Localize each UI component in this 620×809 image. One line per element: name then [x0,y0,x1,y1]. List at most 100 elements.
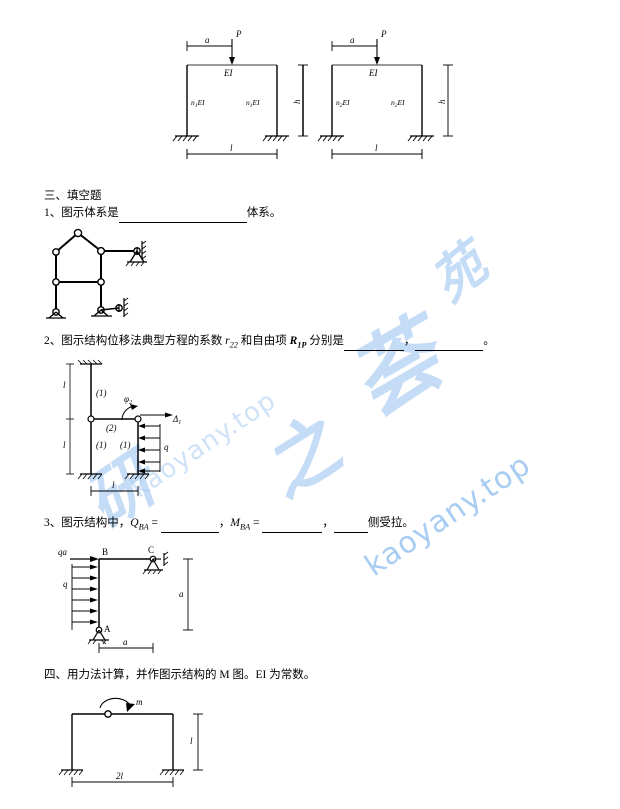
q3-blank-2[interactable] [262,516,323,533]
q2-sep: ， [403,335,416,347]
q2-end: 。 [483,335,495,347]
q2-svg: q φ2 Δ1 (1) (2) (1) (1) l [63,359,181,496]
q3-svg: B C [58,545,193,653]
q3-distributed-load [71,564,98,630]
q2-node-left [87,415,95,423]
q2-node-right [134,415,142,423]
q2-tail: 分别是 [306,335,344,347]
q2-blank-2[interactable] [415,334,484,351]
q3-blank-1[interactable] [160,516,219,533]
q3-node-b-label: B [102,547,108,557]
q1-support-bottom-roller [100,297,129,317]
q2-translation-label: Δ1 [172,414,181,426]
q4-moment-arrow [99,697,135,712]
q4-hinge [104,710,112,718]
frame-right-dim-a: a [350,35,355,45]
q3-dim-height-label: a [179,589,184,599]
section3-heading: 三、填空题 [44,190,102,202]
question-1-line: 1、图示体系是 体系。 [44,206,281,223]
question-2-line: 2、图示结构位移法典型方程的系数 r22 和自由项 R1P 分别是 ， 。 [44,334,495,351]
q4-dim-height [193,713,203,771]
frame-left-group: P a EI n1EI n1EI h l [172,29,308,159]
q2-prefix: 2、图示结构位移法典型方程的系数 [44,335,226,347]
q3-blank-3[interactable] [333,516,368,533]
q3-figure: B C [48,542,238,654]
frame-right-load-label: P [380,29,387,39]
frame-left-col-right-label: n1EI [246,98,260,109]
q1-hinge-apex [73,228,83,238]
q1-blank[interactable] [118,206,247,223]
q3-end: 侧受拉。 [367,517,414,529]
q2-dim-left-bottom [66,419,74,475]
frame-left-dim-h: h [292,99,302,104]
q3-symbol-M: MBA [230,517,251,532]
frame-right-col-right-label: n2EI [391,98,405,109]
q1-support-right-base [91,309,112,317]
q1-svg [46,228,147,319]
q2-translation-arrow [140,412,173,418]
q2-blank-1[interactable] [343,334,404,351]
q4-figure: m l 2l [48,696,268,788]
frame-right-dim-h: h [437,99,447,104]
q3-top-force [70,556,99,562]
q1-figure [34,226,174,319]
q3-load-label: q [63,579,68,589]
q3-dim-height [183,558,193,631]
q3-node-c-label: C [148,545,154,555]
q3-node-a-label: A [104,624,111,634]
q1-hinge-left-mid [52,278,60,286]
q3-support-c [142,551,169,575]
q2-rotation-arrow [121,404,138,421]
q2-support-bottom-left [77,473,103,480]
q2-dim-span-label: l [112,480,115,490]
q1-support-left-base [46,311,66,319]
q3-support-a [87,629,109,645]
q1-hinge-right-top [96,246,106,256]
q2-rotation-label: φ2 [124,394,132,406]
frame-left-beam-label: EI [223,68,233,78]
q2-mid: 和自由项 [237,335,290,347]
q4-moment-label: m [136,697,143,707]
q4-dim-span-label: 2l [116,771,124,781]
q3-eq-2: = [250,517,263,529]
q4-svg: m l 2l [58,697,203,787]
q1-suffix: 体系。 [246,207,282,219]
frame-right-group: P a EI n2EI n2EI h l [317,29,453,159]
section4-heading: 四、用力法计算，并作图示结构的 M 图。EI 为常数。 [44,669,316,681]
q2-distributed-load [138,423,161,474]
frame-right-dim-l: l [375,143,378,153]
q2-dim-span [90,486,139,496]
q4-support-right [159,769,185,776]
q3-symbol-Q: QBA [130,517,149,532]
q1-hinge-left-top [52,248,60,256]
q2-dim-left-top-label: l [63,380,66,390]
q1-hinge-right-mid [97,278,105,286]
question-3-line: 3、图示结构中，QBA = ，MBA = ， 侧受拉。 [44,516,414,533]
q1-prefix: 1、图示体系是 [44,207,119,219]
q3-top-force-label: qa [58,547,68,557]
q2-symbol-r: r22 [225,335,238,350]
frame-right-beam-label: EI [368,68,378,78]
q1-support-right-top-ground [125,250,147,267]
q4-dim-height-label: l [190,736,193,746]
q3-dim-span [98,643,154,653]
top-frames-svg: P a EI n1EI n1EI h l [172,29,453,159]
frame-left-dim-l: l [230,143,233,153]
q2-load-label: q [164,442,169,452]
q2-support-bottom-right [124,473,150,480]
q3-eq-1: = [148,517,161,529]
q2-symbol-R: R1P [289,335,307,350]
frame-right-col-left-label: n2EI [336,98,350,109]
frame-left-dim-a: a [205,35,210,45]
top-frames-figure: P a EI n1EI n1EI h l [160,24,460,164]
q2-seg1-label: (1) [96,388,107,398]
q2-figure: q φ2 Δ1 (1) (2) (1) (1) l [60,358,240,500]
q4-support-left [58,769,84,776]
q3-prefix: 3、图示结构中， [44,517,131,529]
q2-seg4-label: (1) [120,440,131,450]
q3-dim-span-label: a [123,637,128,647]
q2-dim-left-bottom-label: l [63,440,66,450]
frame-left-load-label: P [235,29,242,39]
